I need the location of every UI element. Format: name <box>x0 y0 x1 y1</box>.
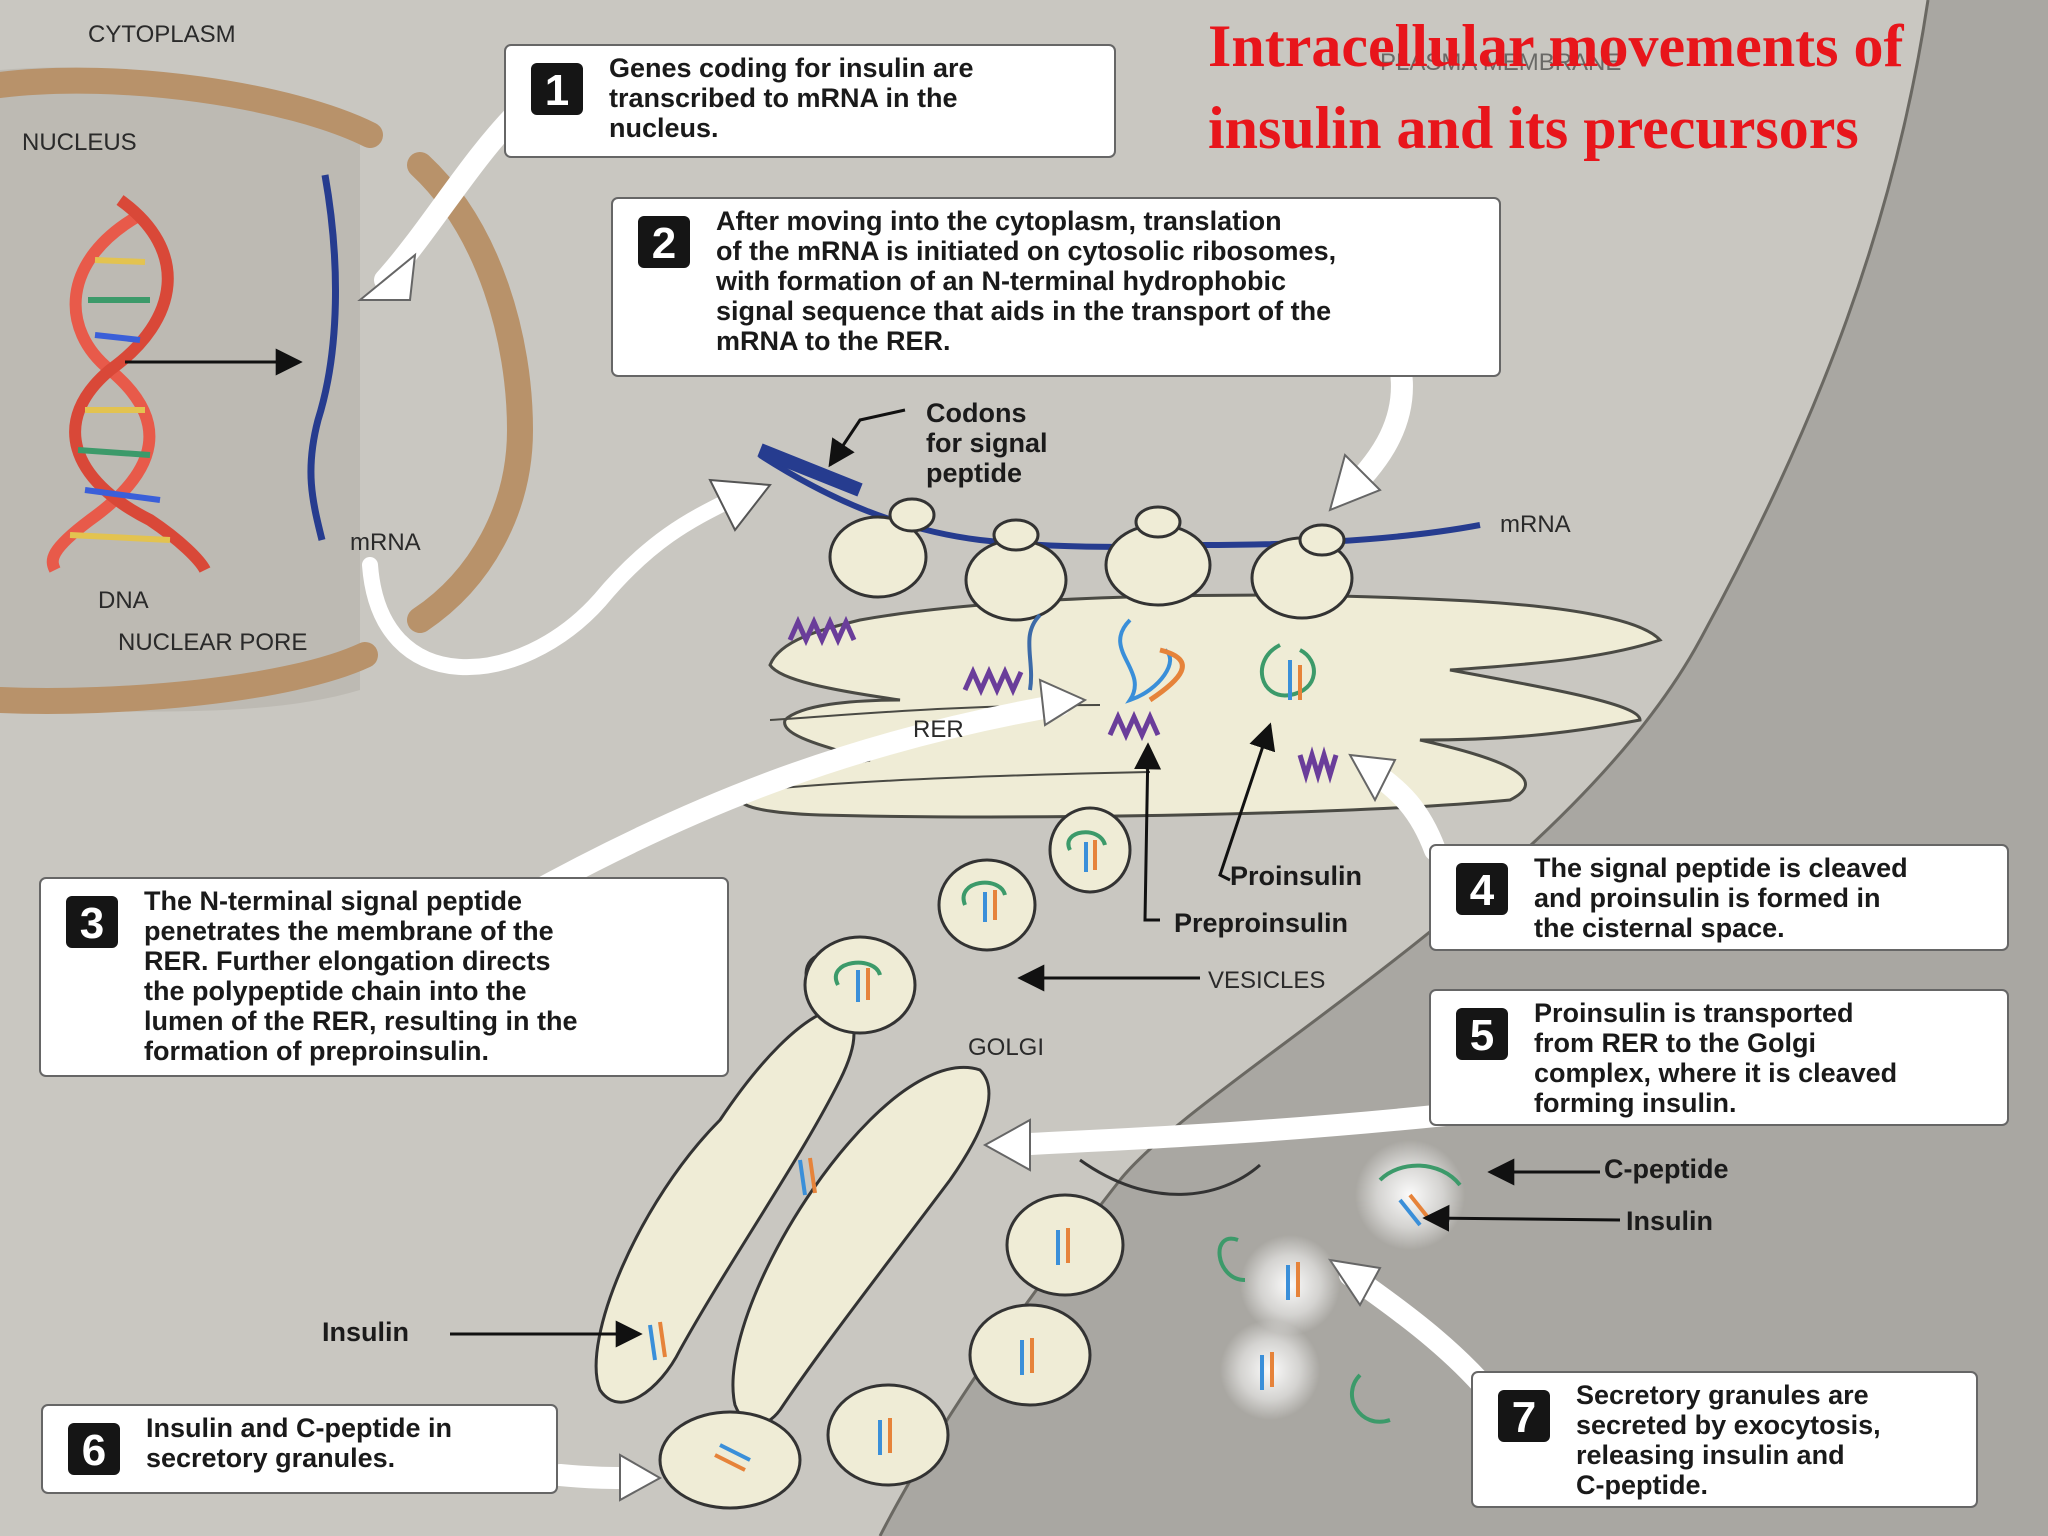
label-c-peptide: C-peptide <box>1604 1154 1729 1184</box>
vesicles <box>658 806 1132 1510</box>
step-6-text-line: Insulin and C-peptide in <box>146 1413 452 1443</box>
label-nuclear-pore: NUCLEAR PORE <box>118 629 307 656</box>
mrna-export-arrow <box>362 492 738 675</box>
signal-peptide-coils <box>787 615 1339 784</box>
label-dna: DNA <box>98 587 149 614</box>
step-1-text-line: transcribed to mRNA in the <box>609 83 958 113</box>
nucleus <box>0 67 534 714</box>
label-mrna-right: mRNA <box>1500 511 1571 538</box>
step-3-text-line: RER. Further elongation directs <box>144 946 551 976</box>
label-mrna-nucleus: mRNA <box>350 529 421 556</box>
step-3-box <box>39 877 729 1077</box>
ribosome-3 <box>1104 505 1212 607</box>
step-6-box <box>41 1404 558 1494</box>
step-5-text-line: forming insulin. <box>1534 1088 1737 1118</box>
step-2-text-line: mRNA to the RER. <box>716 326 951 356</box>
step-1-badge <box>531 63 583 115</box>
step-5-box <box>1429 989 2009 1126</box>
step-6-number: 6 <box>82 1426 106 1475</box>
ribosome-1 <box>828 497 936 599</box>
step-4-text-line: and proinsulin is formed in <box>1534 883 1881 913</box>
step-5-text-line: from RER to the Golgi <box>1534 1028 1816 1058</box>
title-line-1: Intracellular movements of <box>1208 13 1904 79</box>
insulin-molecules <box>648 830 1462 1472</box>
label-codons-2: for signal <box>926 428 1048 458</box>
step-3-text-line: lumen of the RER, resulting in the <box>144 1006 578 1036</box>
label-preproinsulin: Preproinsulin <box>1174 908 1348 938</box>
ribosome-4 <box>1250 523 1354 620</box>
step-7-text-line: C-peptide. <box>1576 1470 1708 1500</box>
step-5-text-line: Proinsulin is transported <box>1534 998 1854 1028</box>
step-7-badge <box>1498 1390 1550 1442</box>
label-insulin-right: Insulin <box>1626 1206 1713 1236</box>
label-golgi: GOLGI <box>968 1034 1044 1061</box>
step-4-badge <box>1456 863 1508 915</box>
step5-pointer <box>999 1104 1456 1156</box>
step-7-text-line: Secretory granules are <box>1576 1380 1869 1410</box>
step-3-number: 3 <box>80 899 104 948</box>
step-3-text-line: formation of preproinsulin. <box>144 1036 489 1066</box>
dna-helix <box>46 195 211 574</box>
step-2-callout: 2 After moving into the cytoplasm, transl… <box>611 197 1501 377</box>
step-3-text-line: The N-terminal signal peptide <box>144 886 522 916</box>
step-5-badge <box>1456 1008 1508 1060</box>
ribosome-2 <box>964 518 1068 622</box>
label-proinsulin: Proinsulin <box>1230 861 1362 891</box>
step-3-text-line: the polypeptide chain into the <box>144 976 527 1006</box>
exocytosis-pocket <box>1079 1158 1261 1196</box>
step-1-number: 1 <box>545 66 569 115</box>
cytoplasmic-mrna <box>758 452 1481 550</box>
step-2-number: 2 <box>652 219 676 268</box>
step-7-box <box>1471 1371 1978 1508</box>
rough-endoplasmic-reticulum <box>738 593 1663 819</box>
step3-pointer <box>509 694 1071 911</box>
step-3-callout: 3 The N-terminal signal peptidepenetrates… <box>39 877 729 1077</box>
step-4-box <box>1429 844 2009 951</box>
step-1-text-line: Genes coding for insulin are <box>609 53 974 83</box>
label-codons-3: peptide <box>926 458 1022 488</box>
nuclear-mrna <box>307 174 339 541</box>
label-codons-1: Codons <box>926 398 1027 428</box>
label-insulin-left: Insulin <box>322 1317 409 1347</box>
step-2-badge <box>638 216 690 268</box>
label-vesicles: VESICLES <box>1208 967 1325 994</box>
step-2-text-line: After moving into the cytoplasm, transla… <box>716 206 1282 236</box>
step-1-text-line: nucleus. <box>609 113 719 143</box>
step1-pointer <box>374 99 531 291</box>
step-4-text-line: The signal peptide is cleaved <box>1534 853 1908 883</box>
step-3-text-line: penetrates the membrane of the <box>144 916 554 946</box>
step-callouts: 1 Genes coding for insulin aretranscribed… <box>39 44 2009 1508</box>
step-2-text-line: of the mRNA is initiated on cytosolic ri… <box>716 236 1336 266</box>
step-4-text-line: the cisternal space. <box>1534 913 1785 943</box>
step-3-badge <box>66 896 118 948</box>
step-1-callout: 1 Genes coding for insulin aretranscribed… <box>504 44 1116 158</box>
step-2-text-line: signal sequence that aids in the transpo… <box>716 296 1331 326</box>
step-2-text-line: with formation of an N-terminal hydropho… <box>715 266 1286 296</box>
step-7-text-line: releasing insulin and <box>1576 1440 1845 1470</box>
label-rer: RER <box>913 716 964 743</box>
label-nucleus: NUCLEUS <box>22 129 137 156</box>
signal-codon-segment <box>757 443 863 497</box>
step-5-text-line: complex, where it is cleaved <box>1534 1058 1897 1088</box>
title-line-2: insulin and its precursors <box>1208 95 1859 161</box>
step-6-text-line: secretory granules. <box>146 1443 395 1473</box>
step-4-number: 4 <box>1470 866 1495 915</box>
step-2-box <box>611 197 1501 377</box>
label-pointers <box>450 408 1621 1348</box>
step-7-number: 7 <box>1512 1393 1536 1442</box>
step-7-text-line: secreted by exocytosis, <box>1576 1410 1881 1440</box>
label-cytoplasm: CYTOPLASM <box>88 21 236 48</box>
step-6-badge <box>68 1423 120 1475</box>
step-1-box <box>504 44 1116 158</box>
label-plasma-membrane: PLASMA MEMBRANE <box>1380 49 1621 76</box>
step-5-number: 5 <box>1470 1011 1494 1060</box>
